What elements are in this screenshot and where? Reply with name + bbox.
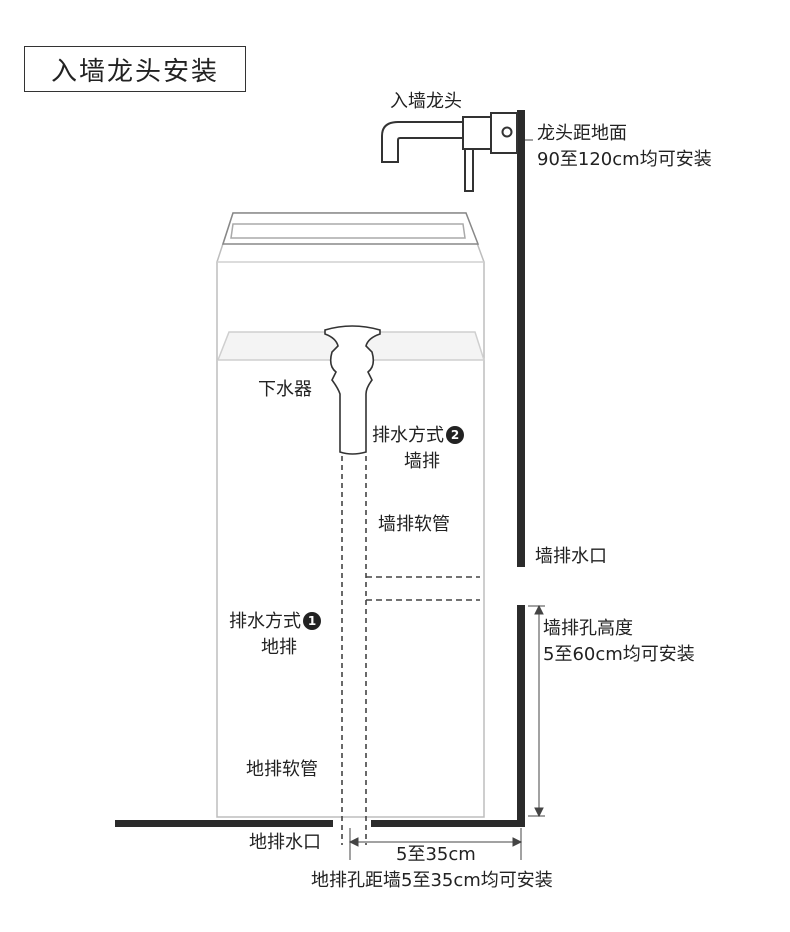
- floor-distance-label: 5至35cm: [396, 844, 476, 865]
- faucet-height-label-line1: 龙头距地面: [537, 123, 627, 144]
- wall-hole-height-label-line2: 5至60cm均可安装: [543, 644, 695, 665]
- floor-outlet-label: 地排水口: [249, 832, 321, 853]
- pedestal-basin: [216, 212, 486, 818]
- wall-drain-hose: [366, 576, 480, 601]
- wall: [517, 110, 525, 827]
- floor-hose-label: 地排软管: [246, 759, 318, 780]
- drainer-icon: [324, 325, 381, 455]
- floor: [115, 820, 525, 827]
- faucet-height-label-line2: 90至120cm均可安装: [537, 149, 712, 170]
- drainer-label: 下水器: [258, 379, 312, 400]
- wall-hole-height-dimension: [528, 604, 545, 818]
- faucet-label: 入墙龙头: [390, 91, 462, 112]
- drain-method-1-text: 排水方式: [229, 611, 301, 632]
- wall-hole-height-label-line1: 墙排孔高度: [543, 618, 633, 639]
- number-badge-2: 2: [446, 426, 464, 444]
- wall-faucet-icon: [381, 112, 518, 192]
- drain-method-1-type: 地排: [261, 637, 297, 658]
- section-title: 入墙龙头安装: [24, 46, 246, 92]
- drain-method-2-type: 墙排: [404, 451, 440, 472]
- wall-outlet-label: 墙排水口: [535, 546, 607, 567]
- wall-hose-label: 墙排软管: [378, 514, 450, 535]
- number-badge-1: 1: [303, 612, 321, 630]
- floor-distance-dimension: [348, 828, 523, 860]
- floor-drain-hose: [341, 456, 367, 845]
- drain-method-2-text: 排水方式: [372, 425, 444, 446]
- floor-distance-note: 地排孔距墙5至35cm均可安装: [311, 870, 553, 891]
